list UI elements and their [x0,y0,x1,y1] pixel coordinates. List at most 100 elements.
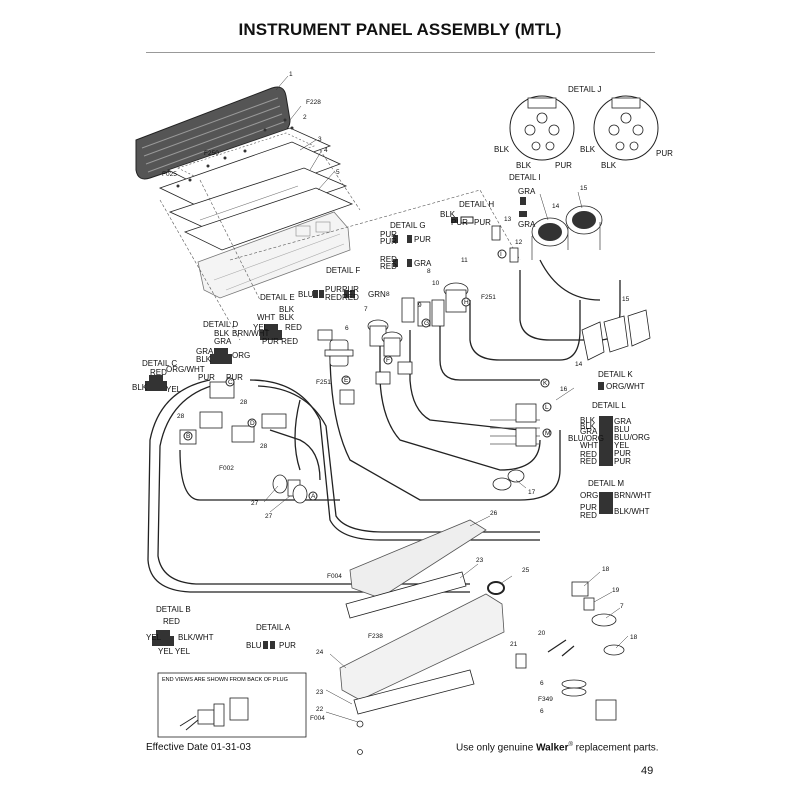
part-6: 6 [345,325,349,332]
svg-text:DETAIL E: DETAIL E [260,293,295,302]
part-15: 15 [580,185,588,192]
f238-label: F238 [368,633,383,640]
svg-text:PUR: PUR [580,503,597,512]
svg-text:RED: RED [380,255,397,264]
svg-text:BLK: BLK [279,305,295,314]
svg-text:PUR: PUR [656,149,673,158]
detail-d: DETAIL D BLK GRA BRN/WHT GRA BLK ORG PUR… [196,320,269,382]
page-title: INSTRUMENT PANEL ASSEMBLY (MTL) [238,20,562,39]
svg-text:YEL: YEL [253,323,269,332]
part-25: 25 [522,567,530,574]
svg-text:BLK: BLK [214,329,230,338]
svg-text:PUR: PUR [555,161,572,170]
part-12: 12 [515,239,523,246]
callout-l: L [545,404,549,411]
part-15b: 15 [622,296,630,303]
part-number-labels: 1 F228 2 3 4 5 F250 F025 6 7 8 8 9 10 11… [162,71,638,722]
svg-text:DETAIL C: DETAIL C [142,359,177,368]
detail-e: DETAIL E WHT BLK BLK YEL RED PUR RED [253,293,302,346]
part-3: 3 [318,136,322,143]
part-20: 20 [538,630,546,637]
svg-text:YEL: YEL [614,441,630,450]
svg-text:PUR: PUR [474,218,491,227]
part-23b: 23 [316,689,324,696]
part-7b: 7 [620,603,624,610]
part-27b: 27 [265,513,273,520]
harness-connectors [179,361,537,447]
callout-c: C [228,379,233,386]
part-1: 1 [289,71,293,78]
part-8b: 8 [427,268,431,275]
detail-m: DETAIL M ORG BRN/WHT PUR RED BLK/WHT [580,479,651,520]
part-8a: 8 [386,291,390,298]
svg-text:BRN/WHT: BRN/WHT [614,491,651,500]
part-28c: 28 [260,443,268,450]
svg-text:ORG/WHT: ORG/WHT [606,382,645,391]
detail-j: DETAIL J BLK BLK PUR BLK BLK PUR [494,85,673,170]
svg-text:GRA: GRA [518,220,536,229]
end-views-note: END VIEWS ARE SHOWN FROM BACK OF PLUG [162,677,288,683]
detail-b: DETAIL B RED YEL BLK/WHT YEL YEL [146,605,214,656]
svg-text:ORG: ORG [580,491,598,500]
svg-text:PUR: PUR [342,285,359,294]
svg-text:RED: RED [342,293,359,302]
svg-text:BLK: BLK [196,355,212,364]
knob-27 [272,474,308,504]
part-21: 21 [510,641,518,648]
svg-text:BLK: BLK [516,161,532,170]
wiring-harness [147,259,621,593]
svg-text:PUR: PUR [451,218,468,227]
svg-text:DETAIL L: DETAIL L [592,401,626,410]
svg-text:PUR: PUR [380,237,397,246]
callout-b: B [186,433,190,440]
small-gauges [531,205,603,260]
svg-text:GRA: GRA [196,347,214,356]
svg-text:WHT: WHT [257,313,275,322]
svg-text:RED: RED [580,450,597,459]
ring-25 [487,581,505,595]
svg-text:BLU: BLU [246,641,262,650]
svg-text:GRA: GRA [580,427,598,436]
f228-label: F228 [306,99,321,106]
panel-screws [176,118,294,188]
svg-text:PUR: PUR [614,457,631,466]
svg-text:PUR: PUR [198,373,215,382]
svg-text:RED: RED [150,368,167,377]
assembly-centerlines [159,149,521,341]
part-19: 19 [612,587,620,594]
f250-label: F250 [204,150,219,157]
svg-text:RED: RED [163,617,180,626]
callout-h: H [464,299,469,306]
title-rule [146,52,655,53]
svg-text:BLK: BLK [601,161,617,170]
push-switches [367,319,403,357]
f002-label: F002 [219,465,234,472]
part-14b: 14 [575,361,583,368]
svg-text:BLK: BLK [279,313,295,322]
svg-text:DETAIL J: DETAIL J [568,85,601,94]
svg-text:BLU: BLU [614,425,630,434]
svg-text:DETAIL A: DETAIL A [256,623,291,632]
svg-text:BLK/WHT: BLK/WHT [178,633,214,642]
svg-text:ORG: ORG [232,351,250,360]
ignition-switch [317,329,354,367]
part-5: 5 [336,169,340,176]
part-6c: 6 [540,708,544,715]
svg-text:YEL YEL: YEL YEL [158,647,191,656]
svg-text:DETAIL G: DETAIL G [390,221,426,230]
svg-text:BLK: BLK [580,145,596,154]
f004-label: F004 [327,573,342,580]
replacement-prefix: Use only genuine [456,742,537,754]
svg-text:RED: RED [380,262,397,271]
toggle-lamps [491,225,519,263]
detail-f: DETAIL F BLU PUR RED PUR RED GRN [298,266,386,302]
svg-text:YEL: YEL [166,385,182,394]
f251-label: F251 [316,379,331,386]
svg-text:GRN: GRN [368,290,386,299]
part-2: 2 [303,114,307,121]
f251b-label: F251 [481,294,496,301]
svg-text:BLK: BLK [580,416,596,425]
callout-circles [183,249,552,501]
part-17: 17 [528,489,536,496]
